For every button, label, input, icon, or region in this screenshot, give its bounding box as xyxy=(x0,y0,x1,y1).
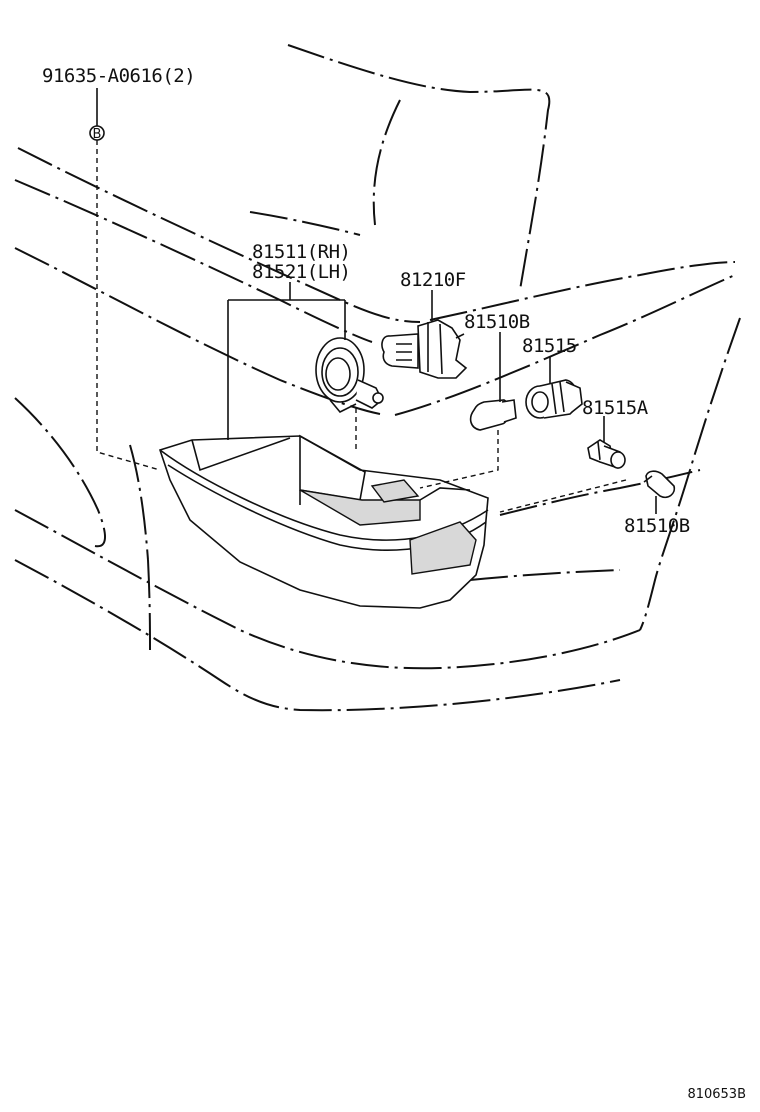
label-bolt: 91635-A0616(2) xyxy=(42,65,195,87)
label-bulb-main: 81210F xyxy=(400,269,466,291)
halogen-bulb xyxy=(381,319,468,379)
bulb-socket-lower xyxy=(587,439,626,469)
lamp-socket-ring xyxy=(315,337,384,413)
label-socket-upper: 81515 xyxy=(522,335,577,357)
label-wedge-bulb-upper: 81510B xyxy=(464,311,530,333)
label-socket-lower: 81515A xyxy=(582,397,649,419)
label-housing-rh: 81511(RH) xyxy=(252,241,350,263)
label-wedge-bulb-lower: 81510B xyxy=(624,515,690,537)
leader-lines xyxy=(96,88,657,514)
label-housing-lh: 81521(LH) xyxy=(252,261,350,283)
bulb-socket-upper xyxy=(525,379,583,419)
part-labels: 91635-A0616(2) 81511(RH) 81521(LH) 81210… xyxy=(42,65,690,537)
fog-lamp-housing xyxy=(158,434,489,609)
bolt-marker: B xyxy=(89,125,105,142)
wedge-bulb-upper xyxy=(469,399,517,431)
bolt-marker-letter: B xyxy=(93,127,102,142)
vehicle-body-outline xyxy=(14,44,741,712)
figure-code: 810653B xyxy=(687,1087,746,1102)
wedge-bulb-lower xyxy=(643,470,676,499)
